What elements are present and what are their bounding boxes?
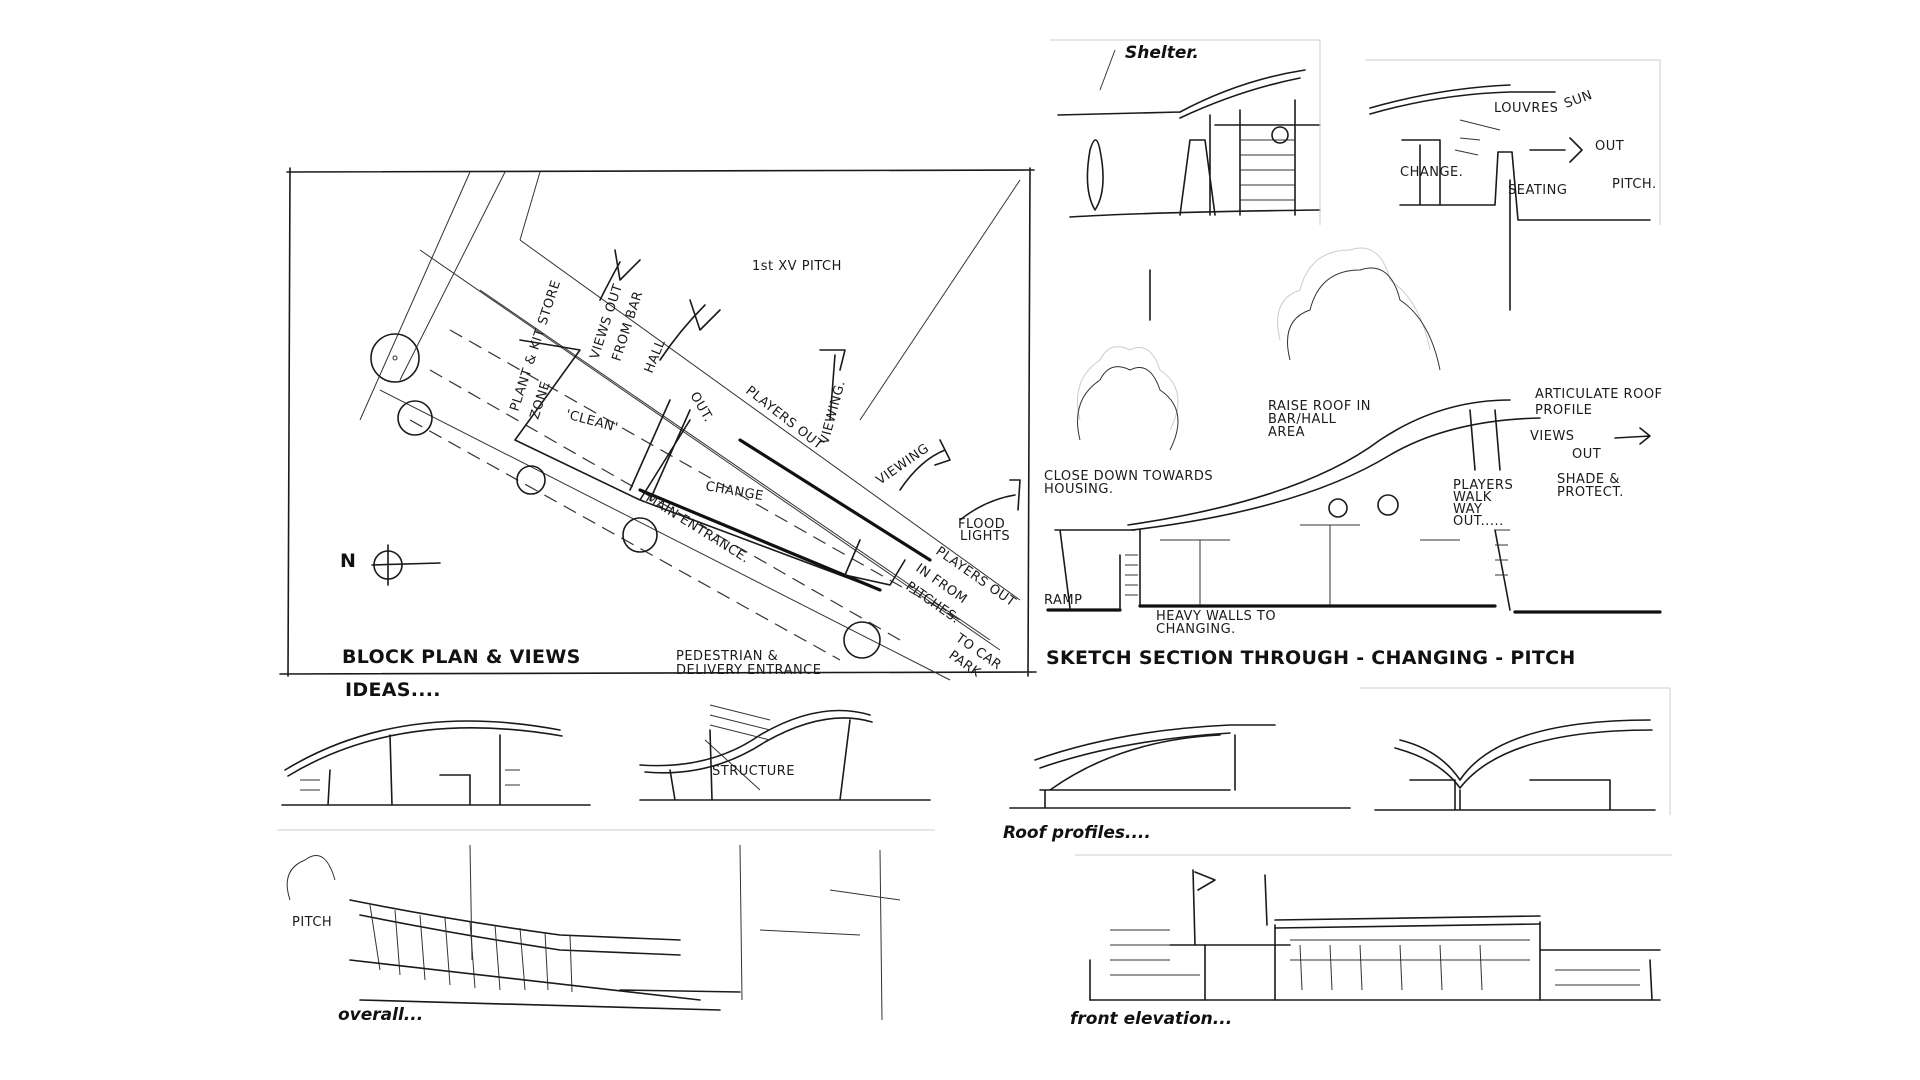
shade-line-1: SHADE & bbox=[1557, 472, 1620, 487]
pedestrian-label: PEDESTRIAN & bbox=[676, 649, 778, 664]
clock-icon bbox=[1271, 126, 1289, 144]
articulate-line-1: ARTICULATE ROOF bbox=[1535, 387, 1663, 402]
roof-profiles-label: Roof profiles.... bbox=[1003, 823, 1151, 843]
roof-profiles-sketches: Roof profiles.... bbox=[1003, 719, 1656, 843]
heavy-walls-line-2: CHANGING. bbox=[1156, 622, 1236, 637]
clean-label: 'CLEAN' bbox=[564, 407, 620, 435]
overall-label: overall... bbox=[338, 1005, 423, 1025]
tree-icon bbox=[622, 517, 658, 553]
seating-label: SEATING bbox=[1508, 183, 1567, 198]
section-title: SKETCH SECTION THROUGH - CHANGING - PITC… bbox=[1046, 647, 1576, 669]
north-arrow-icon bbox=[371, 544, 441, 586]
ideas-label: IDEAS.... bbox=[345, 679, 441, 701]
louvres-label: LOUVRES bbox=[1494, 101, 1558, 116]
tree-icon bbox=[843, 621, 881, 659]
articulate-line-2: PROFILE bbox=[1535, 403, 1592, 418]
out-label-top: OUT bbox=[1595, 139, 1624, 154]
close-down-line-2: HOUSING. bbox=[1044, 482, 1114, 497]
front-elevation-label: front elevation... bbox=[1070, 1009, 1232, 1029]
viewing-label-2: VIEWING bbox=[874, 441, 933, 488]
north-label: N bbox=[340, 550, 356, 572]
ramp-label: RAMP bbox=[1044, 593, 1082, 608]
overall-sketch: PITCH overall... bbox=[286, 844, 901, 1025]
players-walk-line-1: PLAYERS bbox=[1453, 478, 1513, 493]
section-sketch: RAISE ROOF IN BAR/HALL AREA ARTICULATE R… bbox=[1044, 179, 1663, 669]
out-label: OUT. bbox=[687, 390, 716, 425]
players-walk-line-2: WALK bbox=[1453, 490, 1492, 505]
shade-line-2: PROTECT. bbox=[1557, 485, 1624, 500]
players-walk-line-3: WAY bbox=[1453, 502, 1482, 517]
ideas-sketches: IDEAS.... STRUCTURE bbox=[281, 679, 931, 806]
block-plan: N 1st XV PITCH VIEWS OUT FROM BAR HALL P… bbox=[279, 167, 1037, 681]
shelter-label: Shelter. bbox=[1125, 43, 1199, 63]
raise-roof-line-3: AREA bbox=[1268, 425, 1305, 440]
structure-label: STRUCTURE bbox=[712, 764, 795, 779]
sun-label: SUN bbox=[1562, 88, 1594, 112]
zone-label: ZONE bbox=[528, 379, 554, 421]
players-walk-line-4: OUT..... bbox=[1453, 514, 1504, 529]
delivery-label: DELIVERY ENTRANCE bbox=[676, 663, 821, 678]
raise-roof-line-1: RAISE ROOF IN bbox=[1268, 399, 1371, 414]
shelter-sketch: Shelter. bbox=[1057, 43, 1321, 218]
viewing-label: VIEWING. bbox=[817, 379, 848, 446]
tree-icon bbox=[516, 465, 546, 495]
views-out-label-section: OUT bbox=[1572, 447, 1601, 462]
pitch-label: 1st XV PITCH bbox=[752, 259, 842, 274]
raise-roof-line-2: BAR/HALL bbox=[1268, 412, 1337, 427]
players-out-label: PLAYERS OUT bbox=[743, 383, 826, 453]
clock-icon bbox=[1328, 498, 1348, 518]
pitch-label-top: PITCH. bbox=[1612, 177, 1657, 192]
overall-pitch-label: PITCH bbox=[292, 915, 332, 930]
change-label-top: CHANGE. bbox=[1400, 165, 1463, 180]
change-label: CHANGE bbox=[704, 479, 764, 504]
flood-lights-label: FLOOD bbox=[958, 517, 1005, 532]
block-plan-title: BLOCK PLAN & VIEWS bbox=[342, 646, 581, 668]
flood-lights-label-2: LIGHTS bbox=[960, 529, 1010, 544]
hall-label: HALL bbox=[642, 337, 669, 375]
tree-icon bbox=[370, 333, 420, 383]
tree-icon bbox=[397, 400, 433, 436]
clock-icon bbox=[1377, 494, 1399, 516]
close-down-line-1: CLOSE DOWN TOWARDS bbox=[1044, 469, 1213, 484]
heavy-walls-line-1: HEAVY WALLS TO bbox=[1156, 609, 1276, 624]
louvres-sketch: LOUVRES SUN OUT CHANGE. SEATING PITCH. bbox=[1369, 84, 1657, 221]
views-label: VIEWS bbox=[1530, 429, 1575, 444]
front-elevation-sketch: front elevation... bbox=[1070, 869, 1661, 1029]
